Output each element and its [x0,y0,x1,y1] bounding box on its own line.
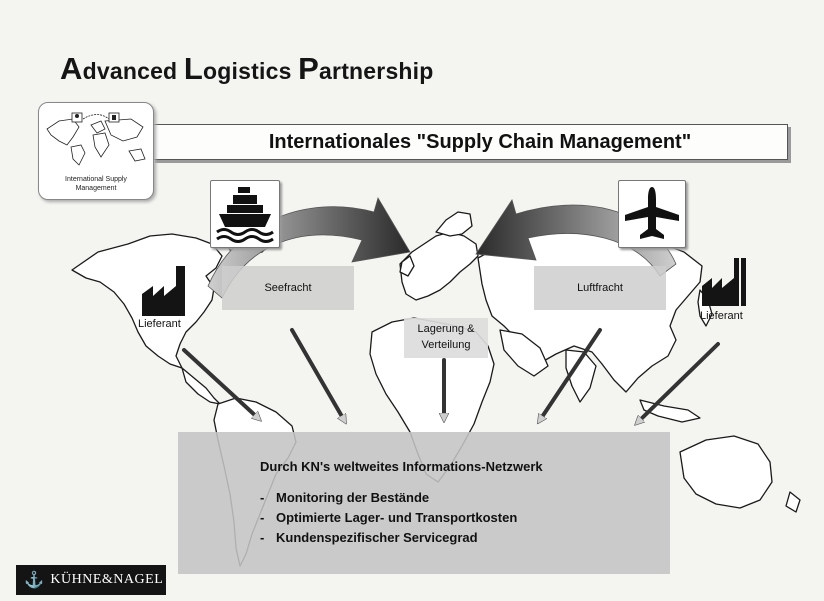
flow-arrow-air [540,328,602,420]
hub-line2: Verteilung [421,339,471,351]
list-item: -Optimierte Lager- und Transportkosten [260,508,517,528]
airplane-tile [618,180,686,248]
airplane-icon [625,187,679,239]
arabia-shape [499,329,549,377]
world-map-icon [46,112,146,166]
factory-icon-left [142,266,185,316]
anchor-icon: ⚓ [24,572,45,589]
ship-tile [210,180,280,248]
flow-arrows [182,328,720,422]
list-item-text: Kundenspezifischer Servicegrad [276,530,478,545]
supplier-left-label: Lieferant [138,318,181,330]
title-initial-l: L [183,51,204,87]
sea-freight-label-box: Seefracht [222,266,354,310]
scandinavia-shape [435,211,473,237]
central-america-shape [181,367,221,405]
logo-text: KÜHNE&NAGEL [50,572,164,587]
intl-caption-line2: Management [75,185,117,192]
list-item: -Kundenspezifischer Servicegrad [260,528,517,548]
air-freight-label-box: Luftfracht [534,266,666,310]
title-initial-a: A [60,51,83,87]
uk-shape [399,255,415,277]
sea-freight-label: Seefracht [264,282,312,294]
title-word-advanced: dvanced [82,58,178,85]
warehouse-distribution-box: Lagerung & Verteilung [404,318,488,358]
australia-shape [679,435,773,509]
list-dash: - [260,530,265,545]
list-item: -Monitoring der Bestände [260,488,517,508]
banner-text: Internationales "Supply Chain Management… [268,130,692,153]
hub-line1: Lagerung & [417,323,475,335]
title-initial-p: P [298,51,320,87]
page-title: Advanced Logistics Partnership [60,51,434,87]
international-supply-management-box: International Supply Management [38,102,154,200]
info-list: -Monitoring der Bestände -Optimierte Lag… [260,488,517,548]
info-heading: Durch KN's weltweites Informations-Netzw… [260,459,543,474]
list-item-text: Monitoring der Bestände [276,490,430,505]
list-dash: - [260,510,265,525]
intl-box-caption: International Supply Management [39,175,153,193]
new-zealand-shape [785,491,801,513]
flow-arrow-right-supplier [638,342,720,422]
factory-icon-right [702,258,746,306]
list-dash: - [260,490,265,505]
list-item-text: Optimierte Lager- und Transportkosten [276,510,518,525]
ship-icon [216,187,274,243]
europe-shape [399,231,479,301]
kuehne-nagel-logo: ⚓ KÜHNE&NAGEL [16,565,166,595]
supply-chain-banner: Internationales "Supply Chain Management… [152,124,788,160]
air-freight-label: Luftfracht [577,282,623,294]
flow-arrow-sea [290,328,344,420]
title-word-partnership: artnership [319,58,434,85]
intl-caption-line1: International Supply [65,176,127,183]
supplier-right-label: Lieferant [700,310,743,322]
information-network-box: Durch KN's weltweites Informations-Netzw… [178,432,670,574]
flow-arrow-left-supplier [182,348,258,418]
title-word-logistics: ogistics [203,58,292,85]
